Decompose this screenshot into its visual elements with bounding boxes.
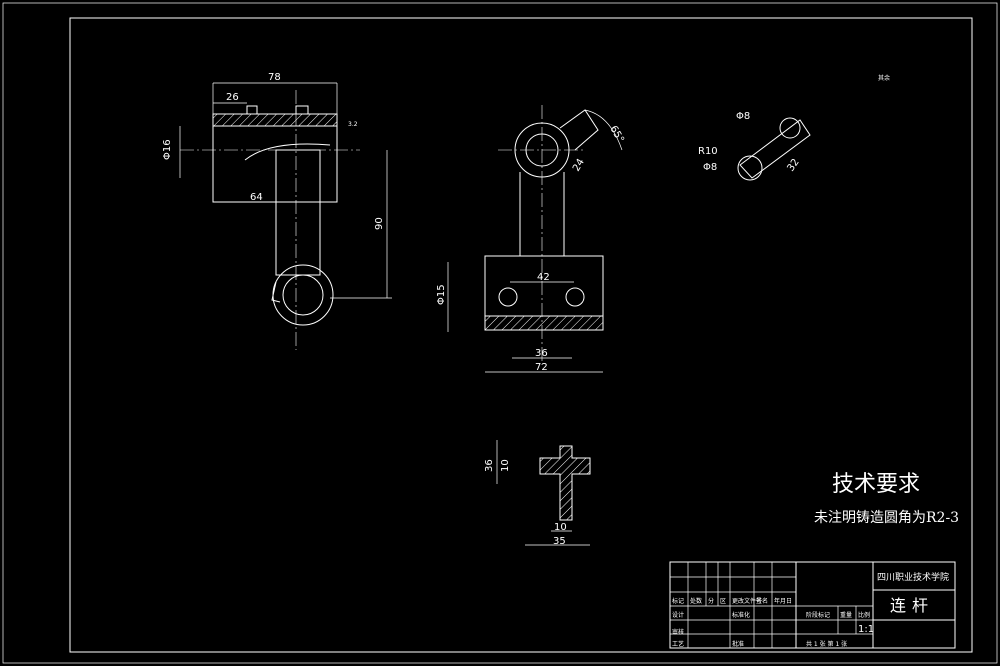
bolt-hole-right	[565, 287, 585, 307]
dim-78: 78	[268, 72, 281, 83]
tech-requirements-note: 未注明铸造圆角为R2-3	[814, 510, 959, 526]
dim-r10: R10	[698, 146, 718, 157]
dim-phi8-b: Φ8	[703, 162, 717, 173]
tb-weight: 重量	[840, 611, 852, 619]
tb-change-doc: 更改文件号	[732, 597, 762, 605]
tb-stage: 阶段标记	[806, 611, 830, 619]
tb-design: 设计	[672, 611, 684, 619]
corner-roughness: 其余	[878, 74, 890, 82]
big-end-inner	[282, 274, 324, 316]
cross-section-view: 36 10 10 35	[484, 440, 591, 547]
tb-standard: 标准化	[732, 611, 750, 619]
tech-requirements-heading: 技术要求	[832, 472, 920, 497]
dim-35: 35	[553, 536, 566, 547]
dim-32: 32	[785, 157, 801, 174]
side-view: 78 26 Φ16 64 90 3.2	[162, 72, 392, 350]
tb-sheets: 共 1 张 第 1 张	[806, 640, 847, 648]
bottom-hatch	[484, 315, 604, 331]
tb-school: 四川职业技术学院	[877, 571, 949, 583]
tb-zone: 区	[720, 598, 726, 605]
big-end-outer	[272, 264, 334, 326]
dim-90: 90	[374, 217, 385, 230]
upper-block	[212, 125, 338, 203]
tb-review: 审核	[672, 628, 684, 636]
rod-shank	[275, 149, 321, 276]
dim-42: 42	[537, 272, 550, 283]
dim-64: 64	[250, 192, 263, 203]
roughness-mark: 3.2	[348, 121, 358, 128]
tb-scale-label: 比例	[858, 611, 870, 619]
dim-36-b: 36	[484, 459, 495, 472]
front-view: 65° 24 42 Φ15 36 72	[436, 105, 626, 373]
tb-mark: 标记	[672, 597, 684, 605]
dim-phi8-a: Φ8	[736, 111, 750, 122]
oil-boss	[559, 109, 599, 151]
bolt-hole-left	[498, 287, 518, 307]
top-flange-hatch	[212, 113, 338, 127]
tb-part-name: 连杆	[890, 596, 934, 615]
drawing-frame	[69, 17, 973, 653]
dim-26: 26	[226, 92, 239, 103]
i-beam-section	[539, 445, 591, 521]
oil-hole-boss	[246, 105, 258, 115]
oil-hole-section: Φ8 R10 Φ8 32 其余	[698, 74, 890, 181]
tb-process: 工艺	[672, 640, 684, 648]
tb-approve: 批准	[732, 640, 744, 648]
big-end-block	[484, 255, 604, 317]
section-hole-2	[737, 155, 763, 181]
tb-div: 分	[708, 597, 714, 605]
oil-hole-boss-2	[295, 105, 309, 115]
dim-72: 72	[535, 362, 548, 373]
section-hole-1	[779, 117, 801, 139]
dim-24: 24	[571, 157, 587, 174]
tb-scale: 1:1	[858, 624, 874, 635]
dim-phi15: Φ15	[436, 284, 447, 305]
tb-sign: 签名	[756, 597, 768, 605]
tb-date: 年月日	[774, 597, 792, 605]
dim-36: 36	[535, 348, 548, 359]
title-block: 标记 处数 分 区 更改文件号 签名 年月日 设计 审核 工艺 标准化 批准 阶…	[669, 561, 956, 649]
dim-10-b: 10	[554, 522, 567, 533]
dim-65deg: 65°	[607, 124, 625, 145]
dim-10-a: 10	[500, 459, 511, 472]
dim-phi16: Φ16	[162, 139, 173, 160]
tb-count: 处数	[690, 597, 702, 605]
